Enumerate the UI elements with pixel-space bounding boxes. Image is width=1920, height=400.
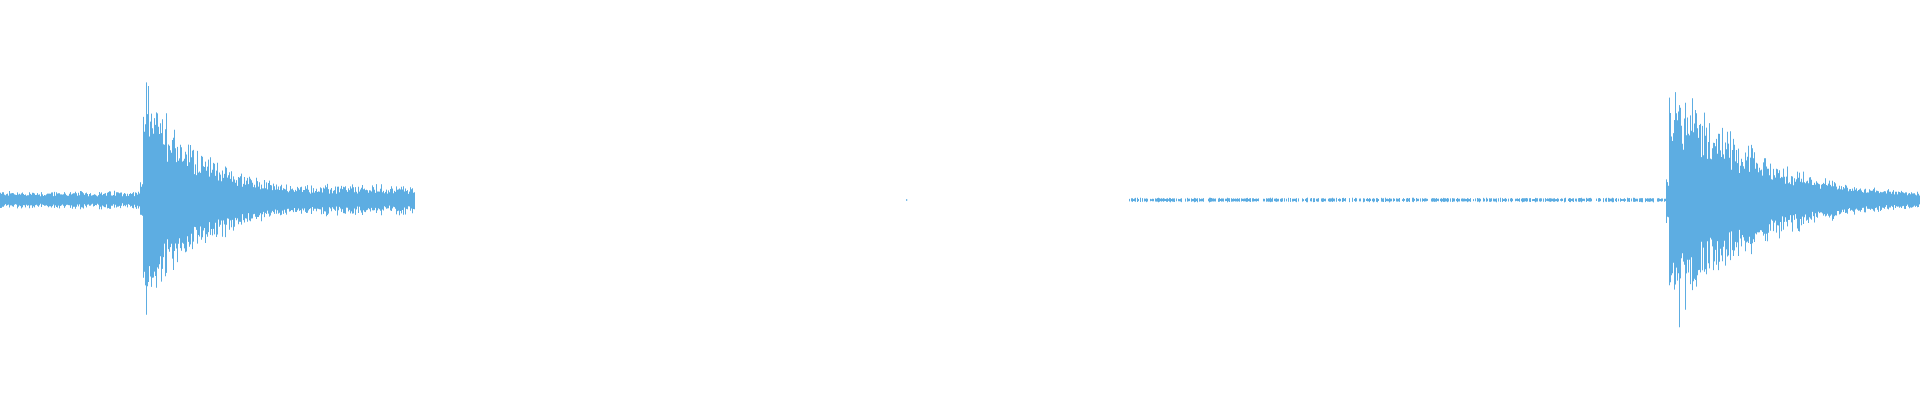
waveform-trace [0, 82, 1920, 328]
waveform-isolated-sample [906, 199, 908, 201]
waveform-samples [0, 82, 1920, 328]
